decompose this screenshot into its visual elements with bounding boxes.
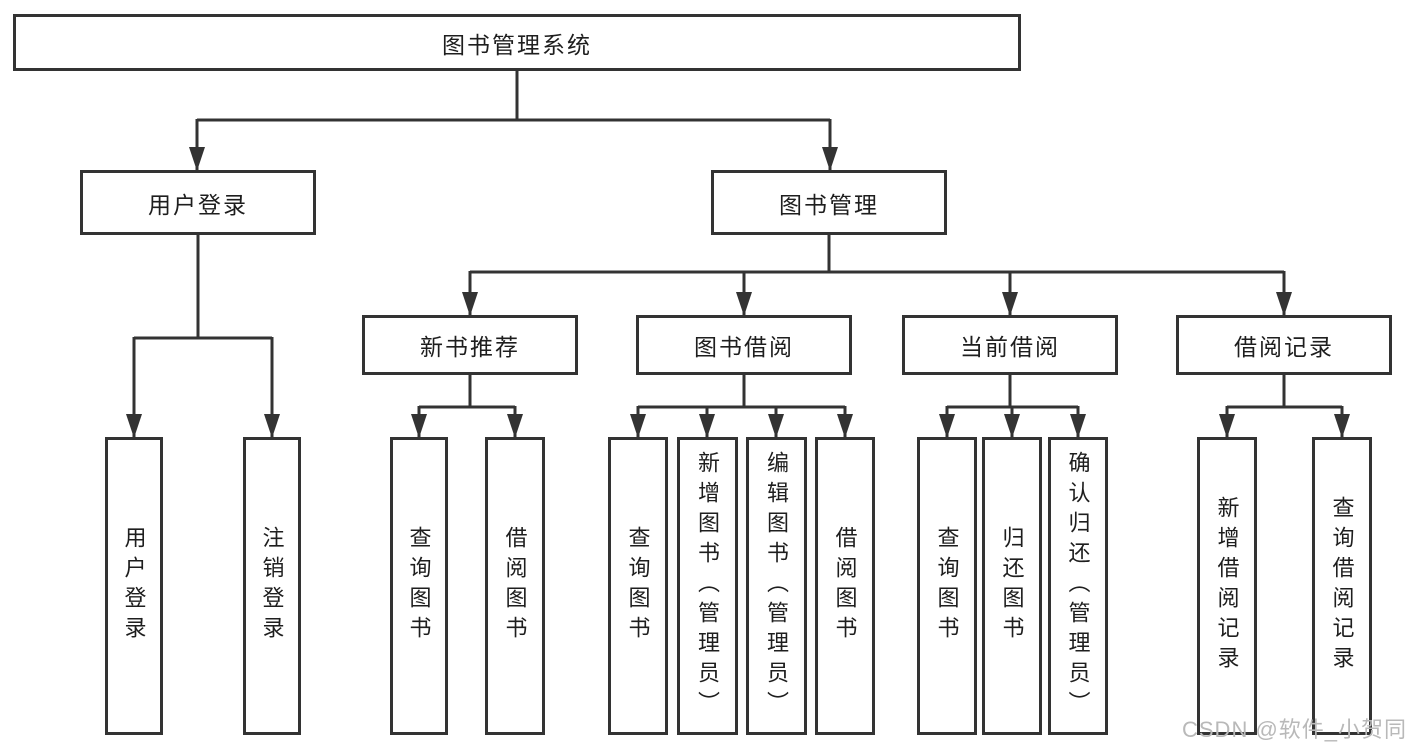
leaf-current-query: 查询图书 [917, 437, 977, 735]
node-user-login-label: 用户登录 [148, 191, 248, 218]
leaf-newbooks-query-label: 查询图书 [406, 526, 432, 646]
leaf-borrow-query: 查询图书 [608, 437, 668, 735]
leaf-logout: 注销登录 [243, 437, 301, 735]
node-user-login: 用户登录 [80, 170, 316, 235]
leaf-records-add-label: 新增借阅记录 [1214, 496, 1240, 676]
node-borrow-records-label: 借阅记录 [1234, 334, 1334, 360]
leaf-borrow-add-label: 新增图书（管理员） [695, 451, 721, 721]
node-book-borrow: 图书借阅 [636, 315, 852, 375]
leaf-current-return: 归还图书 [982, 437, 1042, 735]
node-new-books-label: 新书推荐 [420, 334, 520, 360]
edge-book-mgmt-children [462, 235, 1292, 316]
leaf-logout-label: 注销登录 [259, 526, 285, 646]
leaf-records-add: 新增借阅记录 [1197, 437, 1257, 735]
edge-current-borrow-children [939, 375, 1086, 438]
leaf-records-query-label: 查询借阅记录 [1329, 496, 1355, 676]
leaf-borrow-edit-label: 编辑图书（管理员） [764, 451, 790, 721]
leaf-borrow-query-label: 查询图书 [625, 526, 651, 646]
leaf-user-login-label: 用户登录 [121, 526, 147, 646]
csdn-watermark: CSDN @软件_小贺同学 [1182, 717, 1405, 742]
leaf-current-confirm: 确认归还（管理员） [1048, 437, 1108, 735]
leaf-newbooks-borrow-label: 借阅图书 [502, 526, 528, 646]
leaf-borrow-borrow: 借阅图书 [815, 437, 875, 735]
leaf-borrow-edit: 编辑图书（管理员） [746, 437, 807, 735]
leaf-current-return-label: 归还图书 [999, 526, 1025, 646]
leaf-records-query: 查询借阅记录 [1312, 437, 1372, 735]
leaf-newbooks-borrow: 借阅图书 [485, 437, 545, 735]
node-current-borrow-label: 当前借阅 [960, 334, 1060, 360]
node-current-borrow: 当前借阅 [902, 315, 1118, 375]
node-book-borrow-label: 图书借阅 [694, 334, 794, 360]
leaf-newbooks-query: 查询图书 [390, 437, 448, 735]
edge-user-login-children [126, 235, 280, 438]
node-root: 图书管理系统 [13, 14, 1021, 71]
node-book-mgmt-label: 图书管理 [779, 191, 879, 218]
edge-book-borrow-children [630, 375, 853, 438]
leaf-borrow-borrow-label: 借阅图书 [832, 526, 858, 646]
node-new-books: 新书推荐 [362, 315, 578, 375]
node-borrow-records: 借阅记录 [1176, 315, 1392, 375]
leaf-current-confirm-label: 确认归还（管理员） [1065, 451, 1091, 721]
leaf-current-query-label: 查询图书 [934, 526, 960, 646]
node-book-mgmt: 图书管理 [711, 170, 947, 235]
node-root-label: 图书管理系统 [442, 31, 592, 58]
leaf-user-login: 用户登录 [105, 437, 163, 735]
edge-borrow-records-children [1219, 375, 1350, 438]
edge-new-books-children [411, 375, 523, 438]
leaf-borrow-add: 新增图书（管理员） [677, 437, 738, 735]
edge-root-to-level2 [189, 70, 838, 171]
